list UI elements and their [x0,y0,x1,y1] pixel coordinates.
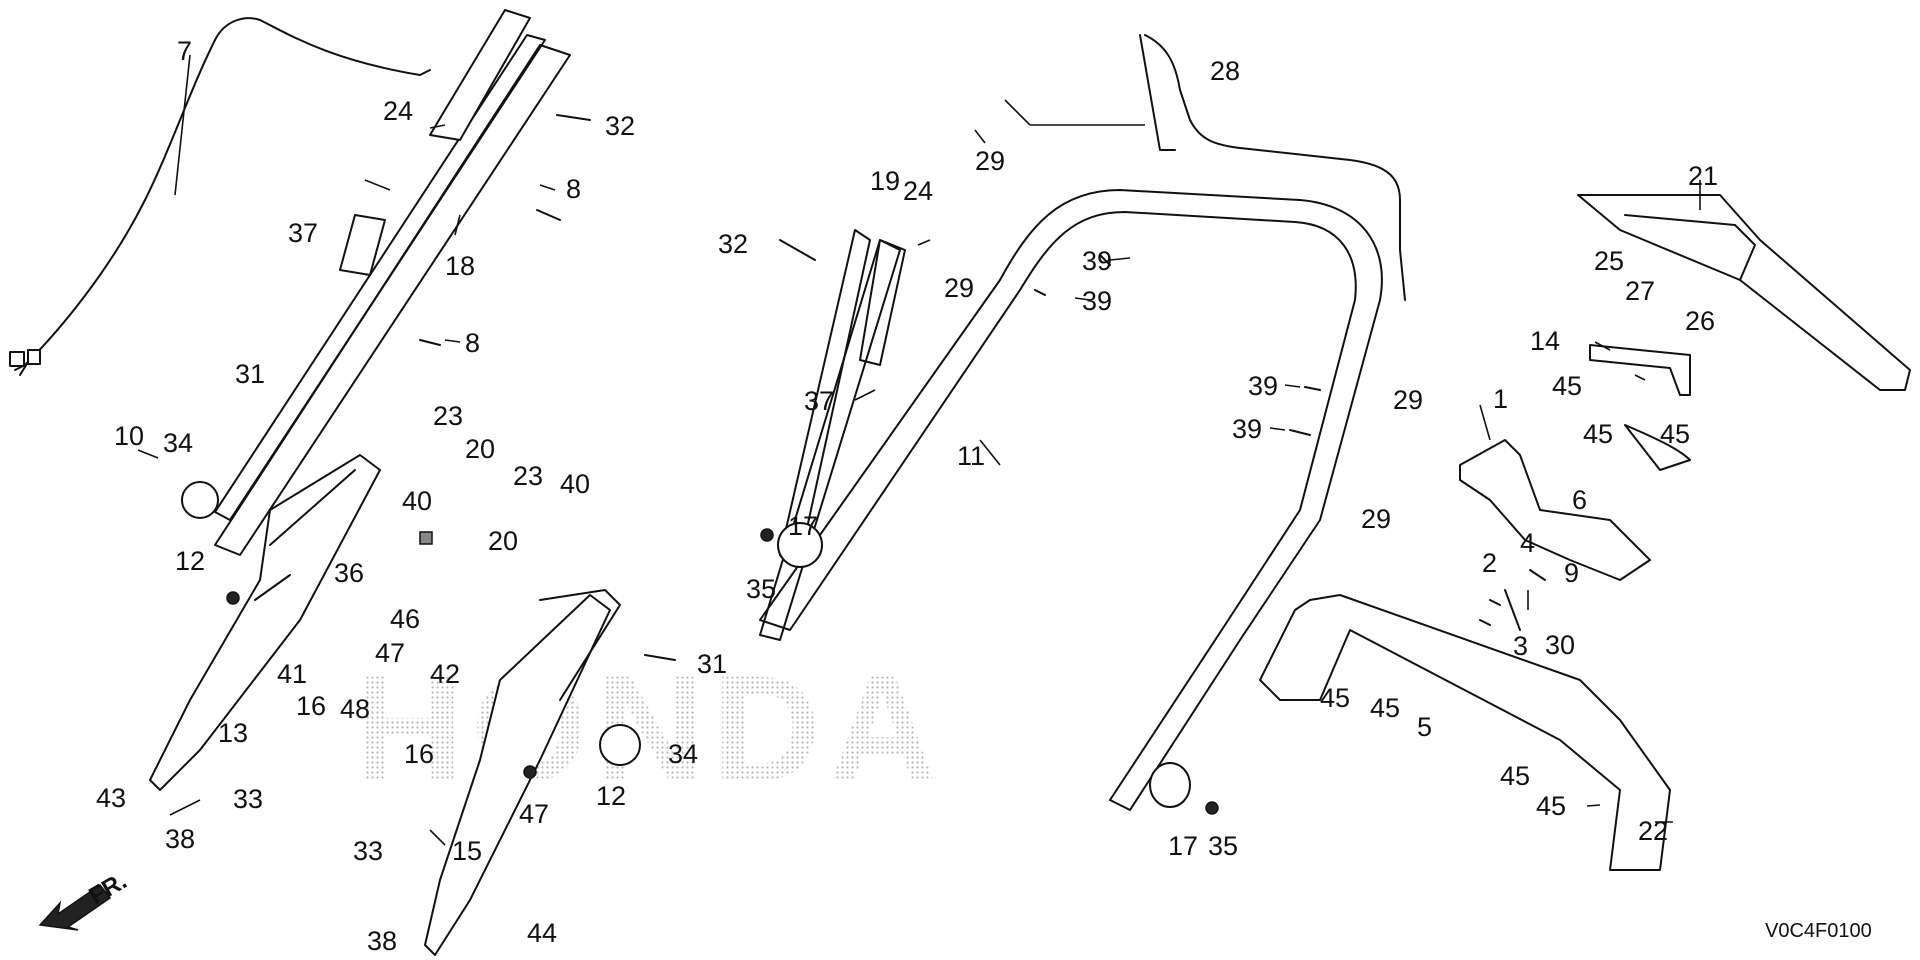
knob-17-left [777,522,823,568]
callout: 45 [1370,693,1400,723]
callout: 3 [1513,631,1528,661]
callout: 33 [233,784,263,814]
callout: 31 [235,359,265,389]
callout: 29 [975,146,1005,176]
honda-watermark: HONDA [355,644,945,812]
callout: 16 [404,739,434,769]
callout: 45 [1660,419,1690,449]
callout: 17 [1168,831,1198,861]
callout: 8 [566,174,581,204]
drawing-code: V0C4F0100 [1765,920,1872,942]
control-wire-28 [1144,34,1406,301]
callout: 39 [1232,414,1262,444]
callout: 46 [390,604,420,634]
callout: 24 [903,176,933,206]
callout: 14 [1530,326,1560,356]
callout: 28 [1210,56,1240,86]
callout: 23 [433,401,463,431]
callout: 37 [288,218,318,248]
grip-24-left [429,9,531,141]
cable-7 [24,17,431,366]
knob-12-left [181,481,219,519]
callout: 38 [165,824,195,854]
callout: 45 [1536,791,1566,821]
bracket-13 [149,454,381,791]
callout: 32 [718,229,748,259]
knob-17-right [1149,762,1191,808]
callout: 2 [1482,548,1497,578]
callout: 45 [1552,371,1582,401]
callout: 47 [375,638,405,668]
callout: 19 [870,166,900,196]
callout: 22 [1638,816,1668,846]
callout: 36 [334,558,364,588]
callout: 35 [1208,831,1238,861]
callout: 25 [1594,246,1624,276]
callout: 30 [1545,630,1575,660]
callout: 11 [957,441,985,471]
callout: 34 [163,428,193,458]
callout: 33 [353,836,383,866]
front-direction-indicator: FR. [38,867,131,931]
callout: 15 [452,836,482,866]
callout: 5 [1417,712,1432,742]
callout: 4 [1520,528,1535,558]
callout: 13 [218,718,248,748]
callout: 45 [1583,419,1613,449]
callout: 31 [697,649,727,679]
arrow-icon [38,883,112,931]
callout: 29 [1361,504,1391,534]
plate-14 [1589,344,1691,396]
callout: 7 [177,36,192,66]
knob-12-right [599,724,641,766]
callout: 29 [1393,385,1423,415]
callout: 43 [96,783,126,813]
callout: 48 [340,694,370,724]
control-box-22 [1259,594,1671,871]
callout: 21 [1688,161,1718,191]
callout: 17 [788,511,818,541]
upper-handle-11 [759,189,1383,811]
cover-21 [1577,194,1911,391]
callout: 34 [668,739,698,769]
callout: 45 [1320,683,1350,713]
callout: 40 [560,469,590,499]
callout: 47 [519,799,549,829]
callout: 8 [465,328,480,358]
callout: 39 [1082,286,1112,316]
callout: 41 [277,659,307,689]
callout: 27 [1625,276,1655,306]
callout: 16 [296,691,326,721]
callout: 39 [1082,246,1112,276]
callout: 12 [596,781,626,811]
callout: 42 [430,659,460,689]
callouts: 1 2 3 4 5 6 7 8 8 9 10 11 12 12 13 14 15… [96,36,1718,956]
callout: 10 [114,421,144,451]
callout: 38 [367,926,397,956]
callout: 24 [383,96,413,126]
part-drawings [9,9,1911,956]
callout: 6 [1572,485,1587,515]
bracket-15 [424,594,611,956]
callout: 39 [1248,371,1278,401]
callout: 26 [1685,306,1715,336]
callout: 1 [1493,384,1508,414]
callout: 20 [465,434,495,464]
callout: 32 [605,111,635,141]
callout: 18 [445,251,475,281]
callout: 29 [944,273,974,303]
callout: 37 [804,386,834,416]
callout: 12 [175,546,205,576]
callout: 20 [488,526,518,556]
leader-lines [137,54,1701,846]
callout: 9 [1564,558,1579,588]
callout: 35 [746,574,776,604]
callout: 45 [1500,761,1530,791]
callout: 23 [513,461,543,491]
clip-37-left [339,214,386,276]
callout: 44 [527,918,557,948]
callout: 40 [402,486,432,516]
lever-1 [1459,439,1651,581]
